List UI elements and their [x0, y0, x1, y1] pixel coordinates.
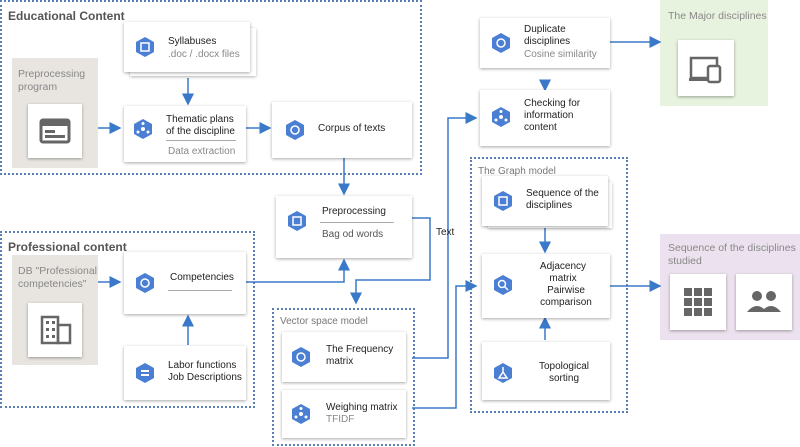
duplicate-disciplines-sub: Cosine similarity: [524, 49, 597, 60]
text-edge-label: Text: [436, 227, 455, 238]
sequence-studied-panel: Sequence of the disciplines studied: [660, 234, 800, 340]
vector-space-frame: [272, 308, 415, 446]
building-icon: [28, 303, 82, 357]
checking-content-title: Checking for information content: [524, 98, 581, 133]
hexagon-icon: [492, 33, 510, 53]
adjacency-matrix-sub: Pairwise comparison: [540, 285, 592, 308]
corpus-node: Corpus of texts: [272, 102, 412, 158]
hexagon-icon: [288, 211, 306, 231]
labor-functions-node: Labor functions Job Descriptions: [124, 346, 246, 400]
thematic-plans-sub: Data extraction: [168, 146, 236, 157]
thematic-plans-node: Thematic plans of the discipline Data ex…: [124, 106, 246, 162]
weighing-matrix-sub: TFIDF: [326, 414, 355, 425]
adjacency-matrix-title: Adjacency matrix: [539, 261, 587, 284]
people-icon: [736, 274, 792, 330]
preprocessing-node: Preprocessing Bag od words: [276, 196, 412, 258]
db-professional-label: DB "Professional competencies": [18, 265, 98, 290]
db-professional-panel: DB "Professional competencies": [12, 255, 98, 365]
hexagon-icon: [494, 363, 512, 383]
duplicate-disciplines-title: Duplicate disciplines: [524, 24, 571, 47]
sequence-disciplines-node: Sequence of the disciplines: [482, 176, 608, 226]
duplicate-disciplines-node: Duplicate disciplines Cosine similarity: [480, 18, 610, 68]
hexagon-icon: [292, 347, 310, 367]
hexagon-icon: [286, 120, 304, 140]
competencies-title: Competencies: [170, 272, 234, 283]
thematic-plans-divider: [166, 140, 236, 141]
hexagon-icon: [292, 404, 310, 424]
syllabuses-node: Syllabuses .doc / .docx files: [124, 22, 250, 72]
professional-content-frame: [0, 231, 255, 408]
preprocessing-divider: [320, 222, 394, 223]
hexagon-icon: [134, 119, 152, 139]
preprocessing-program-label: Preprocessing program: [18, 68, 86, 93]
grid-icon: [670, 274, 726, 330]
hexagon-icon: [492, 107, 510, 127]
major-disciplines-panel: The Major disciplines: [660, 0, 768, 106]
competencies-divider: [168, 290, 232, 291]
hexagon-icon: [136, 273, 154, 293]
frequency-matrix-node: The Frequency matrix: [282, 332, 406, 382]
major-disciplines-label: The Major disciplines: [668, 10, 767, 22]
hexagon-icon: [494, 275, 512, 295]
preprocessing-title: Preprocessing: [322, 206, 386, 217]
weighing-matrix-title: Weighing matrix: [326, 402, 398, 413]
educational-content-frame: [0, 0, 422, 175]
educational-content-title: Educational Content: [8, 9, 125, 23]
syllabuses-sub: .doc / .docx files: [168, 49, 240, 60]
adjacency-matrix-node: Adjacency matrix Pairwise comparison: [482, 254, 610, 318]
topological-sorting-node: Topological sorting: [482, 342, 610, 400]
corpus-title: Corpus of texts: [318, 123, 386, 134]
weighing-matrix-node: Weighing matrix TFIDF: [282, 390, 406, 438]
topological-sorting-title: Topological sorting: [538, 361, 590, 384]
sequence-studied-label: Sequence of the disciplines studied: [668, 242, 796, 267]
vector-space-title: Vector space model: [280, 316, 368, 327]
preprocessing-program-panel: Preprocessing program: [12, 58, 98, 168]
preprocessing-sub: Bag od words: [322, 229, 384, 240]
graph-model-title: The Graph model: [478, 166, 556, 177]
window-icon: [28, 104, 82, 158]
syllabuses-title: Syllabuses: [168, 36, 217, 47]
devices-icon: [678, 40, 734, 96]
frequency-matrix-title: The Frequency matrix: [326, 344, 394, 367]
professional-content-title: Professional content: [8, 240, 127, 254]
hexagon-icon: [494, 191, 512, 211]
checking-content-node: Checking for information content: [480, 90, 610, 146]
thematic-plans-title: Thematic plans of the discipline: [166, 114, 235, 137]
competencies-node: Competencies: [124, 252, 246, 314]
hexagon-icon: [136, 363, 154, 383]
labor-functions-title: Labor functions Job Descriptions: [168, 360, 242, 383]
hexagon-icon: [136, 37, 154, 57]
sequence-disciplines-title: Sequence of the disciplines: [526, 188, 599, 211]
